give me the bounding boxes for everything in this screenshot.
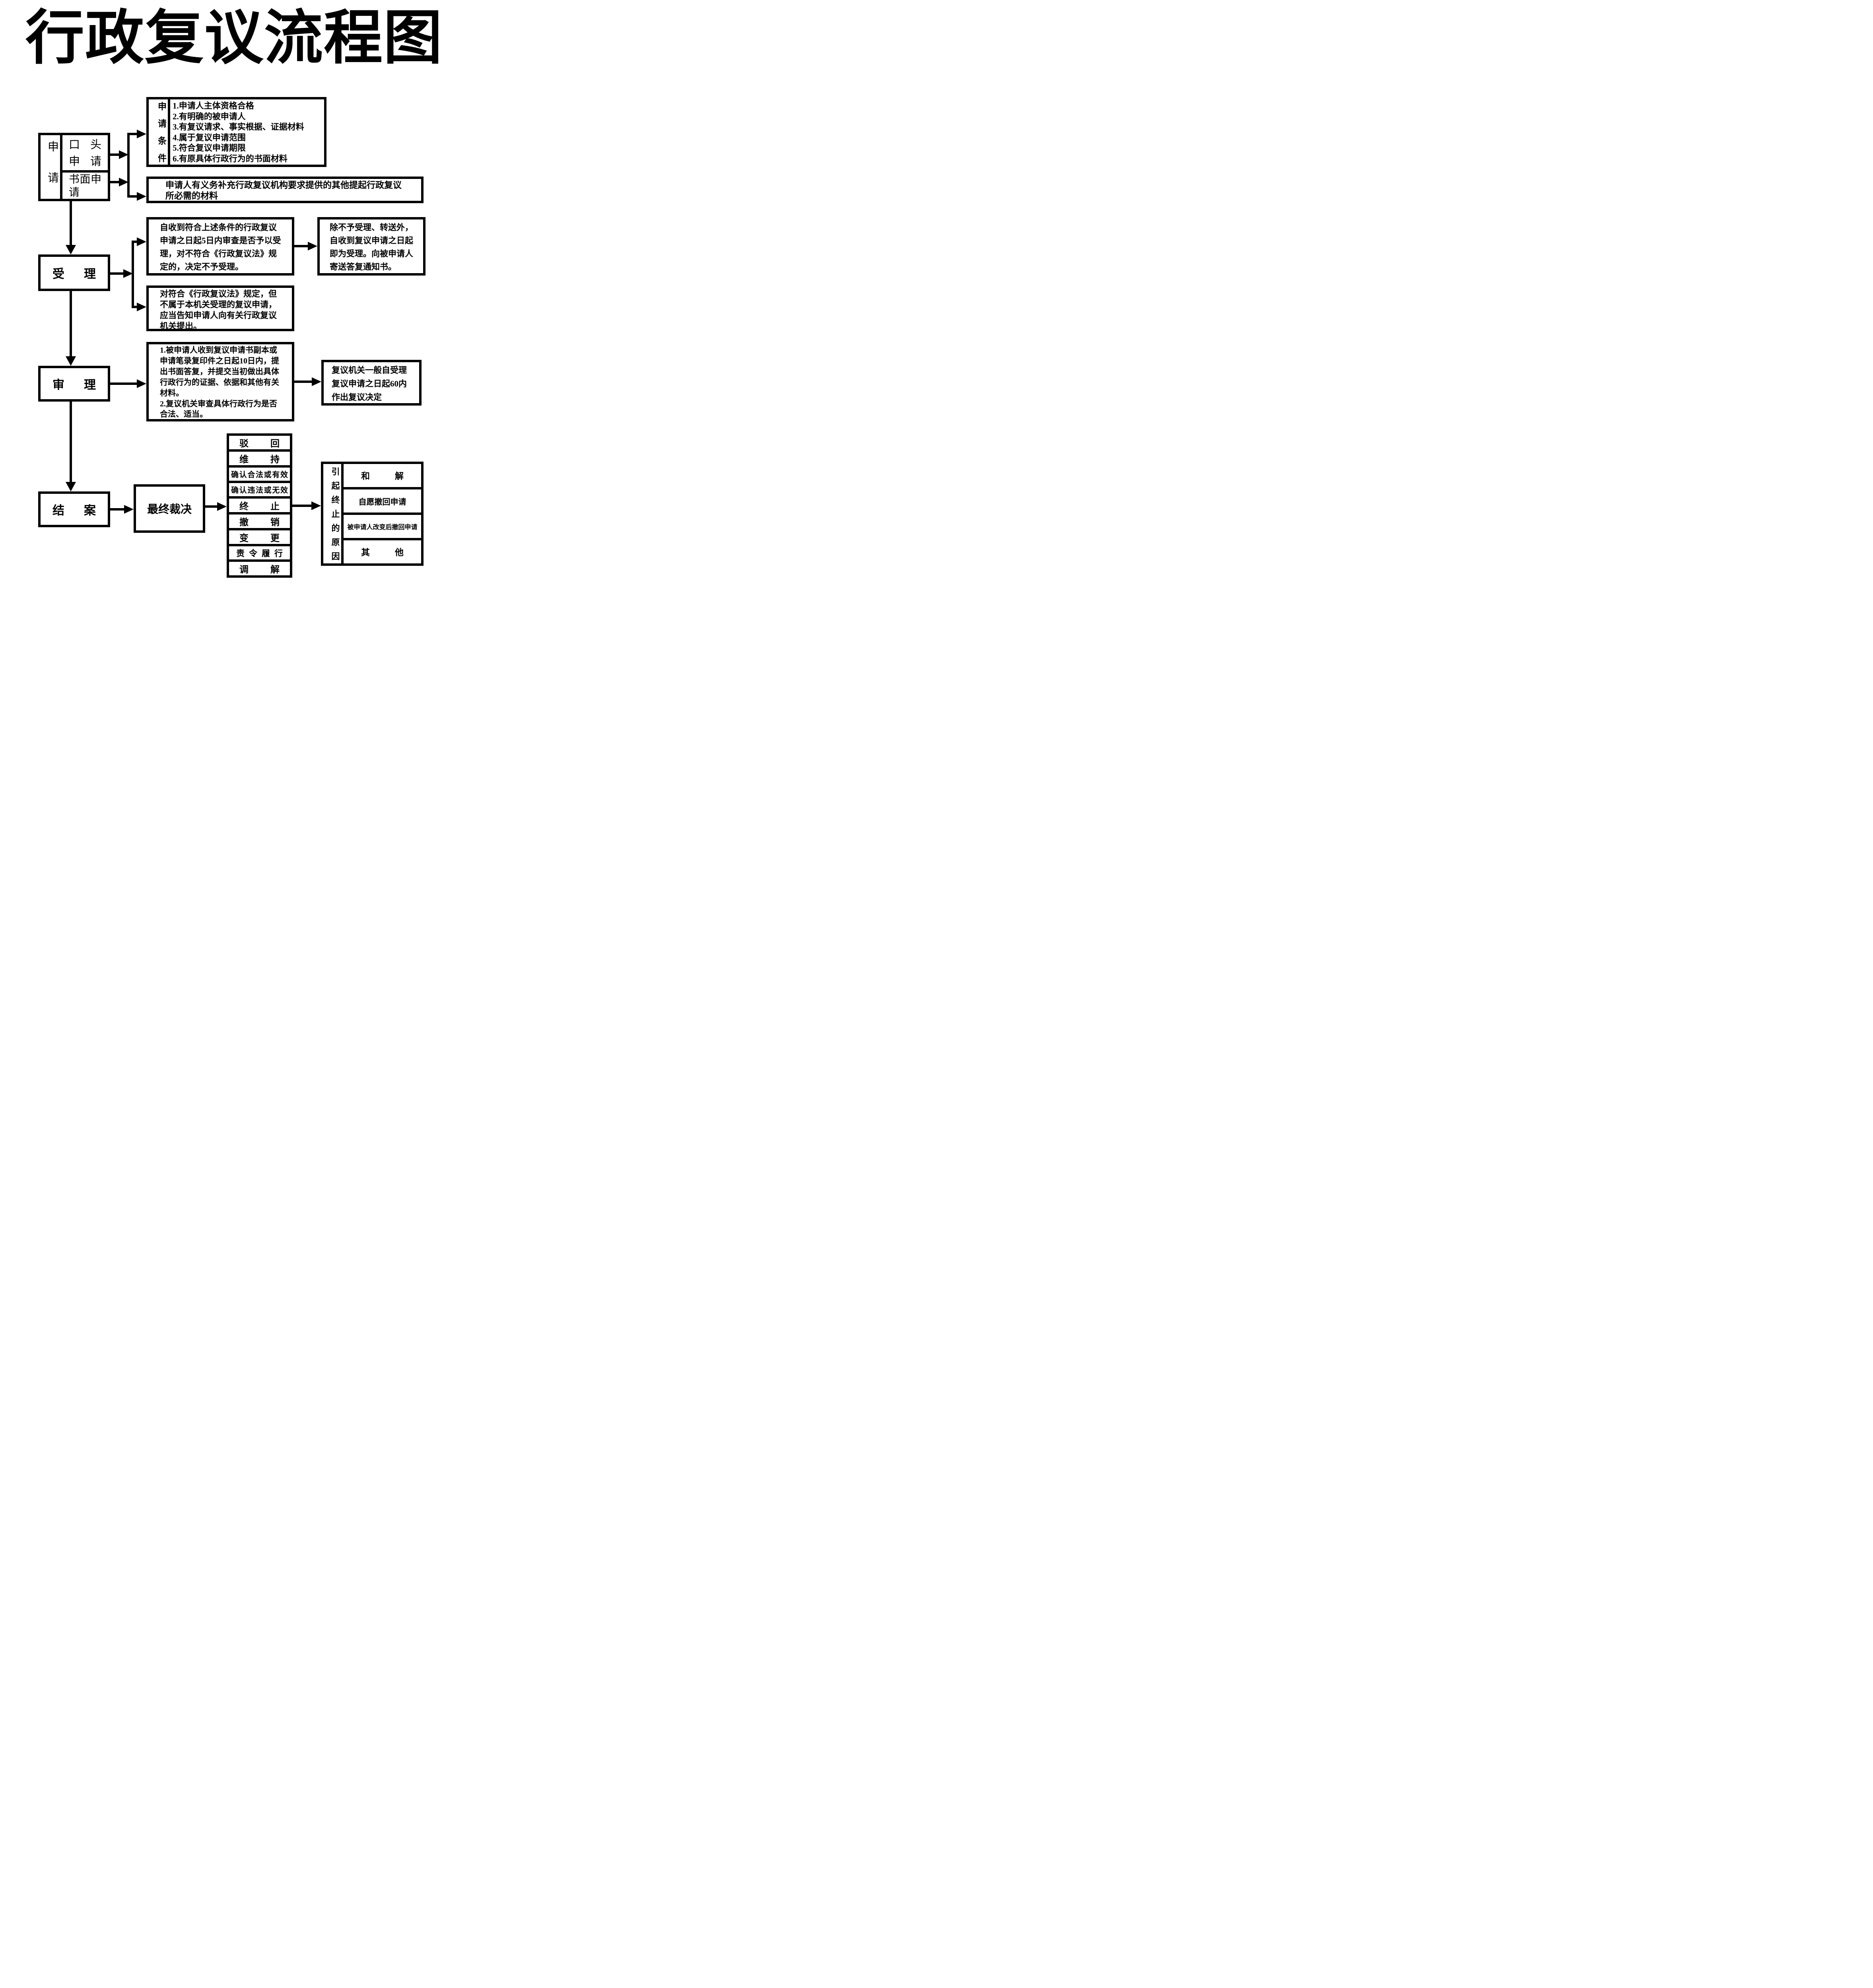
final-ruling-label: 最终裁决 <box>147 503 192 516</box>
arrowhead-to-accepted-note <box>308 242 317 250</box>
arrowhead-accept-to-review <box>66 356 76 366</box>
outcome-row: 撤销 <box>229 512 290 528</box>
outcome-row: 变更 <box>229 528 290 544</box>
connector-review-to-note <box>110 382 138 385</box>
review-stage-label: 审理 <box>52 379 96 392</box>
termination-reason: 自愿撤回申请 <box>358 497 406 507</box>
outcome-label: 确认合法或有效 <box>231 471 288 479</box>
accepted-note-box: 除不予受理、转送外，自收到复议申请之日起即为受理。向被申请人寄送答复通知书。 <box>317 217 426 276</box>
termination-box: 引起终止的原因 和解 自愿撤回申请 被申请人改变后撤回申请 其他 <box>321 462 424 566</box>
connector-apply-branch-spine <box>127 133 130 198</box>
outcome-label: 变更 <box>239 533 280 543</box>
accept-stage-box: 受理 <box>38 254 110 291</box>
review-note-item: 2.复议机关审查具体行政行为是否合法、适当。 <box>160 399 277 419</box>
arrowhead-written-to-branch <box>119 178 128 186</box>
conditions-box: 申请条件 1.申请人主体资格合格 2.有明确的被申请人 3.有复议请求、事实根据… <box>146 97 326 167</box>
connector-branch-to-supplement <box>130 195 138 198</box>
connector-apply-to-accept <box>70 201 72 246</box>
termination-reason-row: 和解 <box>344 464 421 487</box>
connector-oral-to-branch <box>110 153 120 156</box>
outcome-label: 确认违法或无效 <box>231 486 288 495</box>
termination-label: 引起终止的原因 <box>323 464 344 563</box>
arrowhead-note-to-decision <box>312 377 321 386</box>
termination-reasons: 和解 自愿撤回申请 被申请人改变后撤回申请 其他 <box>344 464 421 563</box>
arrowhead-review-to-closing <box>66 482 76 491</box>
arrowhead-accept-to-branch <box>123 269 133 278</box>
outcome-row: 驳回 <box>229 436 290 449</box>
connector-review-to-closing <box>70 402 72 482</box>
outcome-row: 调解 <box>229 559 290 575</box>
connector-closing-to-final <box>110 508 125 511</box>
oral-apply-cell: 口头申请 <box>69 139 101 168</box>
termination-reason-row: 自愿撤回申请 <box>344 487 421 513</box>
condition-item: 2.有明确的被申请人 <box>173 111 246 121</box>
termination-reason: 其他 <box>361 547 404 557</box>
outcome-label: 维持 <box>239 454 280 464</box>
apply-stage-box: 申请 口头申请 书面申请 <box>38 133 110 201</box>
conditions-list: 1.申请人主体资格合格 2.有明确的被申请人 3.有复议请求、事实根据、证据材料… <box>170 99 324 165</box>
termination-reason: 被申请人改变后撤回申请 <box>347 524 418 531</box>
connector-branch-to-transfer-note <box>134 306 138 308</box>
condition-item: 5.符合复议申请期限 <box>173 143 246 153</box>
condition-item: 6.有原具体行政行为的书面材料 <box>173 153 288 163</box>
connector-branch-to-review-note <box>134 241 138 243</box>
flowchart-canvas: 行政复议流程图 申请 口头申请 书面申请 申请条件 1.申请人主体资格合格 2.… <box>0 0 468 604</box>
accept-stage-label: 受理 <box>52 268 96 281</box>
outcome-label: 终止 <box>239 501 280 511</box>
outcomes-list: 驳回 维持 确认合法或有效 确认违法或无效 终止 撤销 变更 责令履行 调解 <box>227 433 292 578</box>
supplement-note-box: 申请人有义务补充行政复议机构要求提供的其他提起行政复议所必需的材料 <box>146 177 424 203</box>
arrowhead-to-accept-review-note <box>137 237 146 246</box>
outcome-label: 撤销 <box>239 517 280 527</box>
connector-branch-to-conditions <box>130 133 138 135</box>
review-note-item: 1.被申请人收到复议申请书副本或申请笔录复印件之日起10日内，提出书面答复，并提… <box>160 346 279 398</box>
connector-final-to-outcomes <box>205 505 218 508</box>
decision-note-box: 复议机关一般自受理复议申请之日起60内作出复议决定 <box>321 360 422 406</box>
outcome-row: 确认合法或有效 <box>229 465 290 481</box>
outcome-row: 终止 <box>229 496 290 512</box>
connector-note-to-decision <box>294 381 313 383</box>
arrowhead-to-conditions <box>137 130 146 138</box>
termination-reason: 和解 <box>361 471 404 481</box>
review-note-box: 1.被申请人收到复议申请书副本或申请笔录复印件之日起10日内，提出书面答复，并提… <box>146 342 294 421</box>
connector-accept-to-branch <box>110 272 124 275</box>
written-apply-cell: 书面申请 <box>62 170 108 199</box>
connector-accept-to-review <box>70 290 72 356</box>
arrowhead-to-supplement <box>137 192 146 201</box>
connector-reviewnote-to-accepted <box>294 245 309 247</box>
accept-review-note-box: 自收到符合上述条件的行政复议申请之日起5日内审查是否予以受理，对不符合《行政复议… <box>146 217 294 276</box>
termination-reason-row: 其他 <box>344 538 421 563</box>
final-ruling-box: 最终裁决 <box>134 484 205 533</box>
outcome-label: 调解 <box>239 565 280 575</box>
outcome-row: 确认违法或无效 <box>229 481 290 496</box>
apply-stage-label: 申请 <box>41 135 62 199</box>
connector-terminate-to-reasons <box>292 505 312 507</box>
condition-item: 1.申请人主体资格合格 <box>173 101 254 111</box>
arrowhead-to-transfer-note <box>137 303 146 311</box>
outcome-row: 维持 <box>229 449 290 465</box>
arrowhead-final-to-outcomes <box>217 502 227 511</box>
apply-methods: 口头申请 书面申请 <box>62 135 108 199</box>
outcome-row: 责令履行 <box>229 544 290 559</box>
closing-stage-label: 结案 <box>52 504 96 517</box>
closing-stage-box: 结案 <box>38 491 110 527</box>
review-stage-box: 审理 <box>38 366 110 402</box>
arrowhead-review-to-note <box>137 379 146 388</box>
page-title: 行政复议流程图 <box>25 5 443 71</box>
arrowhead-oral-to-branch <box>119 150 128 159</box>
arrowhead-terminate-to-reasons <box>311 501 321 510</box>
condition-item: 4.属于复议申请范围 <box>173 132 246 142</box>
connector-accept-branch-spine <box>132 241 134 308</box>
condition-item: 3.有复议请求、事实根据、证据材料 <box>173 122 304 132</box>
connector-written-to-branch <box>110 181 120 183</box>
termination-reason-row: 被申请人改变后撤回申请 <box>344 513 421 538</box>
arrowhead-closing-to-final <box>124 505 134 514</box>
conditions-label: 申请条件 <box>149 99 170 165</box>
arrowhead-apply-to-accept <box>66 245 76 254</box>
outcome-label: 责令履行 <box>236 548 283 558</box>
outcome-label: 驳回 <box>239 439 280 448</box>
accept-transfer-note-box: 对符合《行政复议法》规定，但不属于本机关受理的复议申请，应当告知申请人向有关行政… <box>146 285 294 331</box>
